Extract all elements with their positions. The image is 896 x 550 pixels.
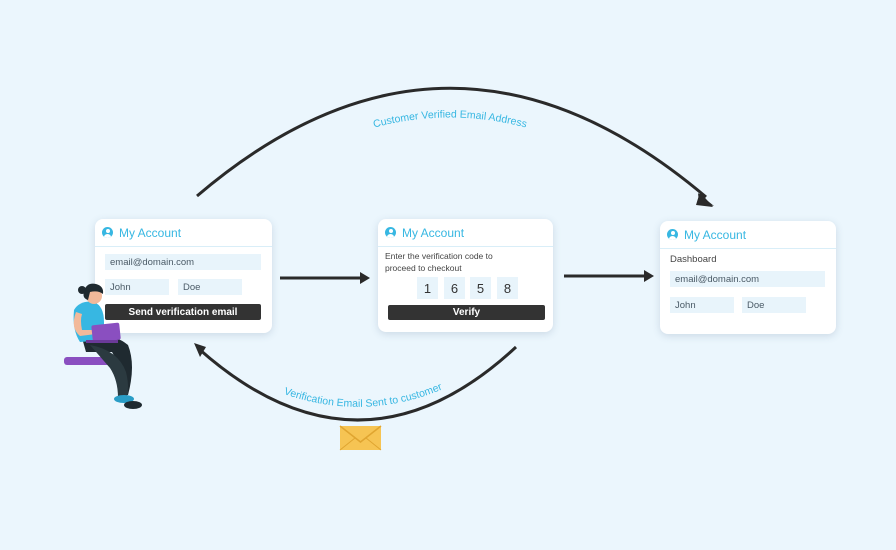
user-icon — [102, 227, 113, 238]
bottom-curved-arrow — [198, 345, 518, 422]
card-title: My Account — [684, 227, 747, 242]
code-digit-1[interactable]: 1 — [417, 277, 438, 299]
top-curved-arrow — [196, 86, 707, 199]
user-icon — [667, 229, 678, 240]
code-digit-3[interactable]: 5 — [470, 277, 491, 299]
dashboard-label: Dashboard — [670, 254, 717, 265]
envelope-icon — [339, 425, 382, 451]
last-name-field[interactable]: Doe — [742, 297, 806, 313]
card-title: My Account — [402, 225, 465, 240]
card-dashboard: My Account Dashboard email@domain.com Jo… — [660, 221, 836, 334]
card-header: My Account — [660, 221, 836, 249]
card-send-verification: My Account email@domain.com John Doe Sen… — [95, 219, 272, 333]
instruction-line-2: proceed to checkout — [385, 263, 462, 273]
card-title: My Account — [119, 225, 182, 240]
instruction-line-1: Enter the verification code to — [385, 251, 493, 261]
email-field[interactable]: email@domain.com — [105, 254, 261, 270]
user-icon — [385, 227, 396, 238]
last-name-field[interactable]: Doe — [178, 279, 242, 295]
send-verification-button[interactable]: Send verification email — [105, 304, 261, 320]
first-name-field[interactable]: John — [105, 279, 169, 295]
card-header: My Account — [378, 219, 553, 247]
email-field[interactable]: email@domain.com — [670, 271, 825, 287]
first-name-field[interactable]: John — [670, 297, 734, 313]
bottom-arrowhead — [194, 343, 206, 357]
code-digit-2[interactable]: 6 — [444, 277, 465, 299]
verify-button[interactable]: Verify — [388, 305, 545, 320]
card-header: My Account — [95, 219, 272, 247]
card-verify-code: My Account Enter the verification code t… — [378, 219, 553, 332]
code-digit-4[interactable]: 8 — [497, 277, 518, 299]
